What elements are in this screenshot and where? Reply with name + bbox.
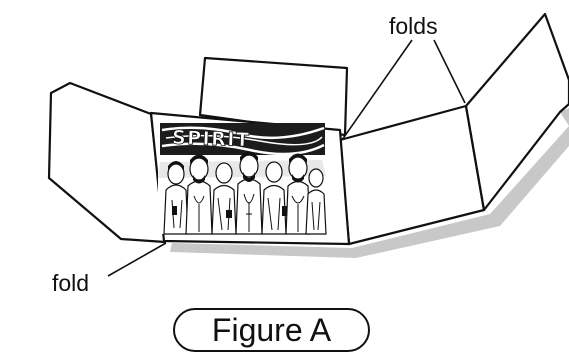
far-right-panel [464, 12, 569, 212]
svg-text:SPIRIT: SPIRIT [172, 127, 251, 152]
cover-title-lettering: SPIRIT [160, 123, 325, 156]
folds-leader-right [433, 39, 466, 104]
folds-leader-left [341, 39, 413, 141]
left-flap-panel [47, 81, 167, 244]
figure-caption: Figure A [173, 308, 370, 352]
folds-label: folds [389, 13, 438, 39]
cover-figures-crowd [158, 151, 328, 235]
fold-leader [107, 242, 167, 277]
label-leader-lines [107, 39, 466, 277]
cover-artwork: SPIRIT [158, 123, 328, 235]
fold-label: fold [52, 270, 90, 296]
